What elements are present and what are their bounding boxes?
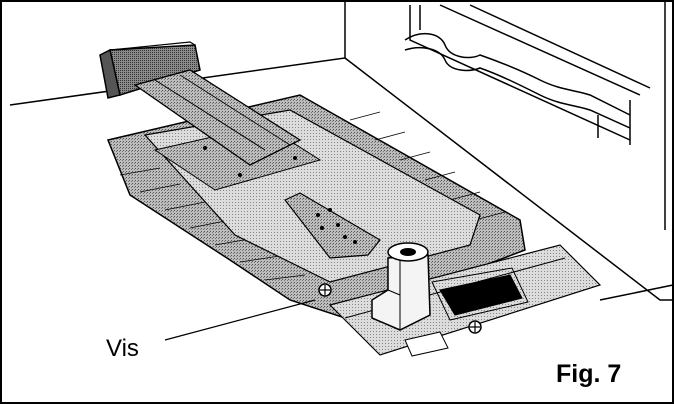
callout-leader-line xyxy=(164,299,316,341)
bracket-holes xyxy=(316,208,357,244)
cabinet-molding xyxy=(404,4,651,145)
screw-icon xyxy=(468,320,482,334)
handle-arm xyxy=(99,41,302,166)
figure-label: Fig. 7 xyxy=(556,360,621,388)
callout-label: Vis xyxy=(106,335,139,362)
dark-opening xyxy=(439,274,523,316)
cylindrical-post xyxy=(371,242,431,331)
white-tab xyxy=(404,331,449,357)
screw-icon xyxy=(318,283,332,297)
